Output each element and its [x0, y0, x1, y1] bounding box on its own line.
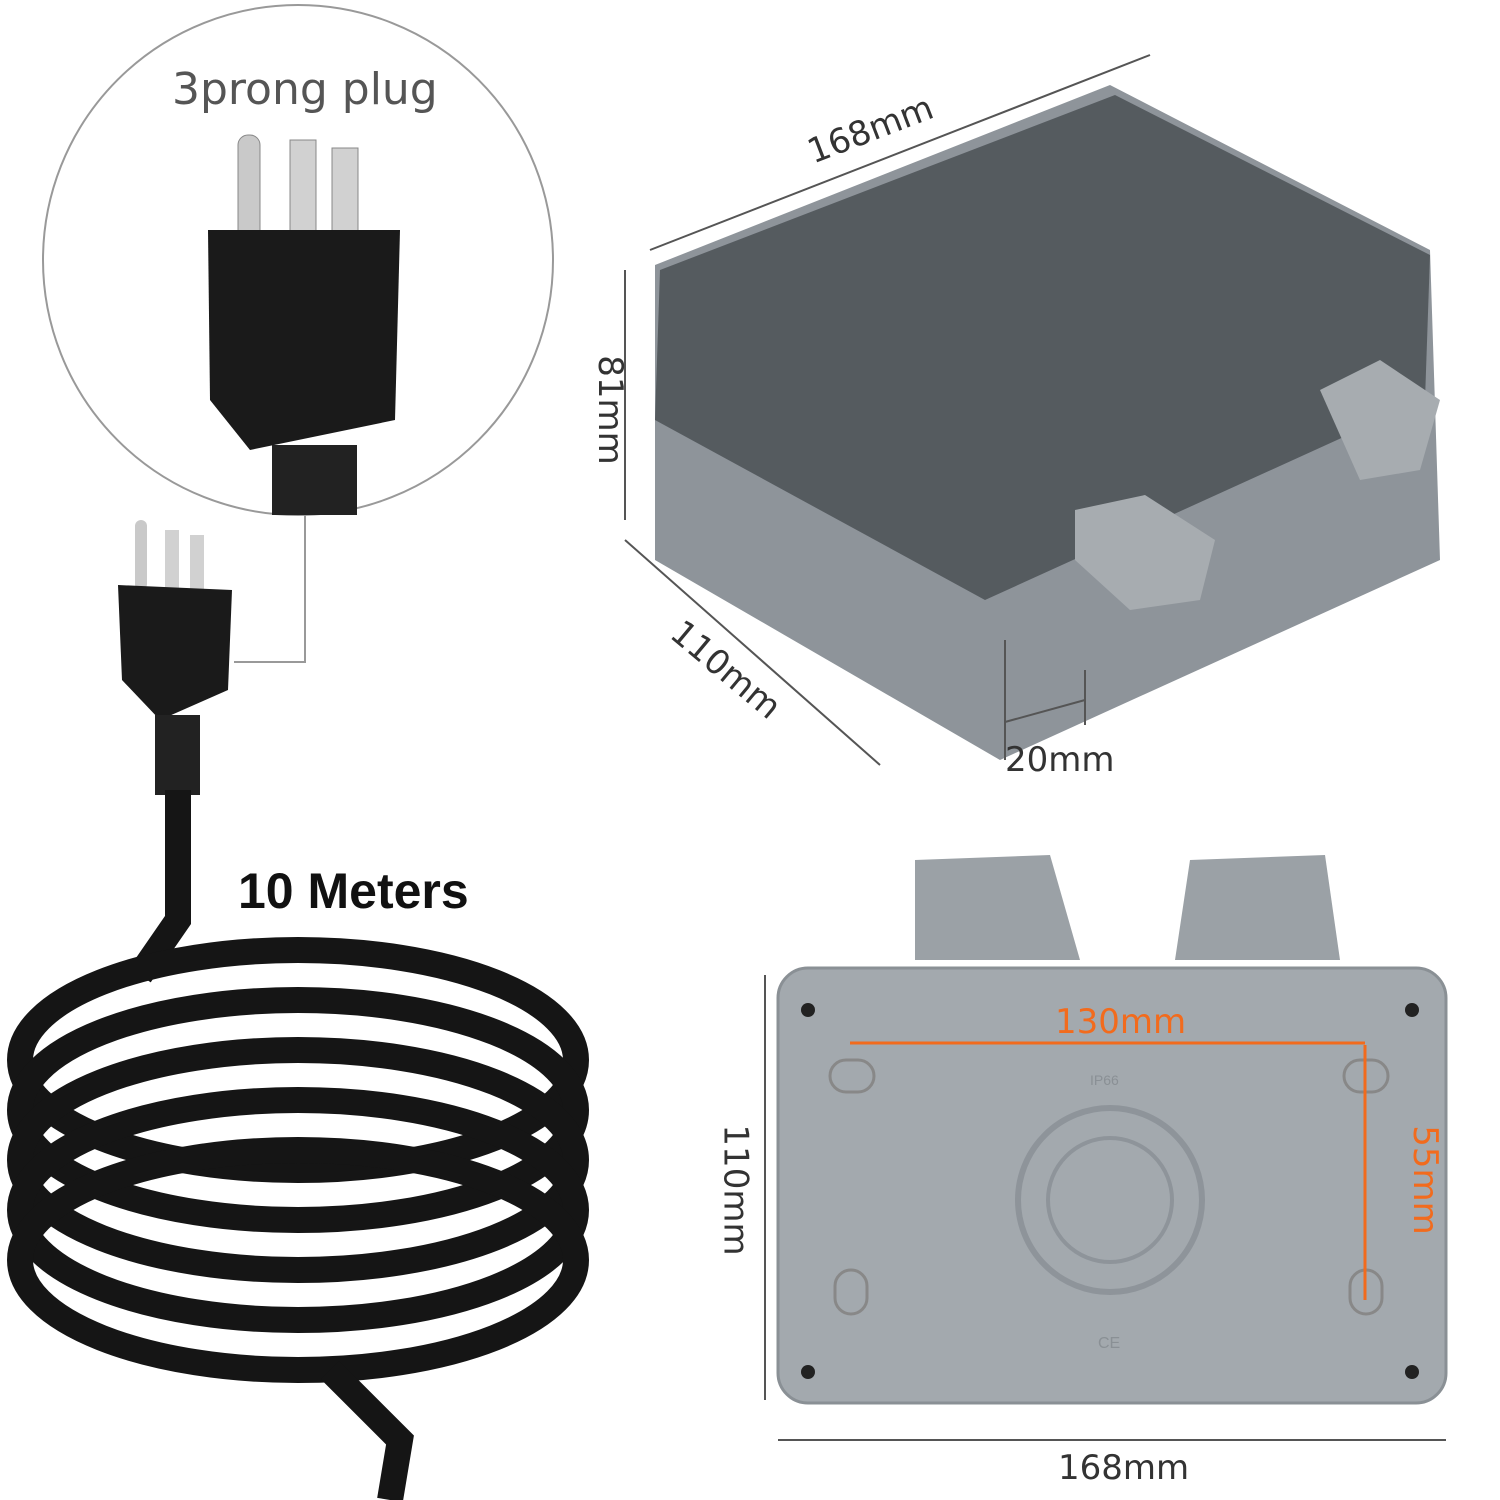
plug-small-icon	[118, 520, 232, 795]
ce-emboss: CE	[1098, 1335, 1121, 1352]
cord-coil	[7, 790, 589, 1500]
hole-spacing-v-label: 55mm	[1404, 1125, 1445, 1235]
hole-spacing-h-label: 130mm	[1055, 1002, 1187, 1042]
cable-entry-label: 20mm	[1005, 740, 1115, 780]
ip66-emboss: IP66	[1090, 1072, 1119, 1088]
plug-large-icon	[208, 134, 400, 515]
enclosure-3d	[624, 54, 1440, 766]
back-height-label: 110mm	[715, 1124, 756, 1256]
box-height-label: 81mm	[589, 355, 630, 465]
plug-callout-title: 3prong plug	[172, 64, 438, 115]
back-width-label: 168mm	[1058, 1448, 1190, 1488]
enclosure-back	[764, 855, 1448, 1441]
cord-length-label: 10 Meters	[238, 863, 469, 919]
